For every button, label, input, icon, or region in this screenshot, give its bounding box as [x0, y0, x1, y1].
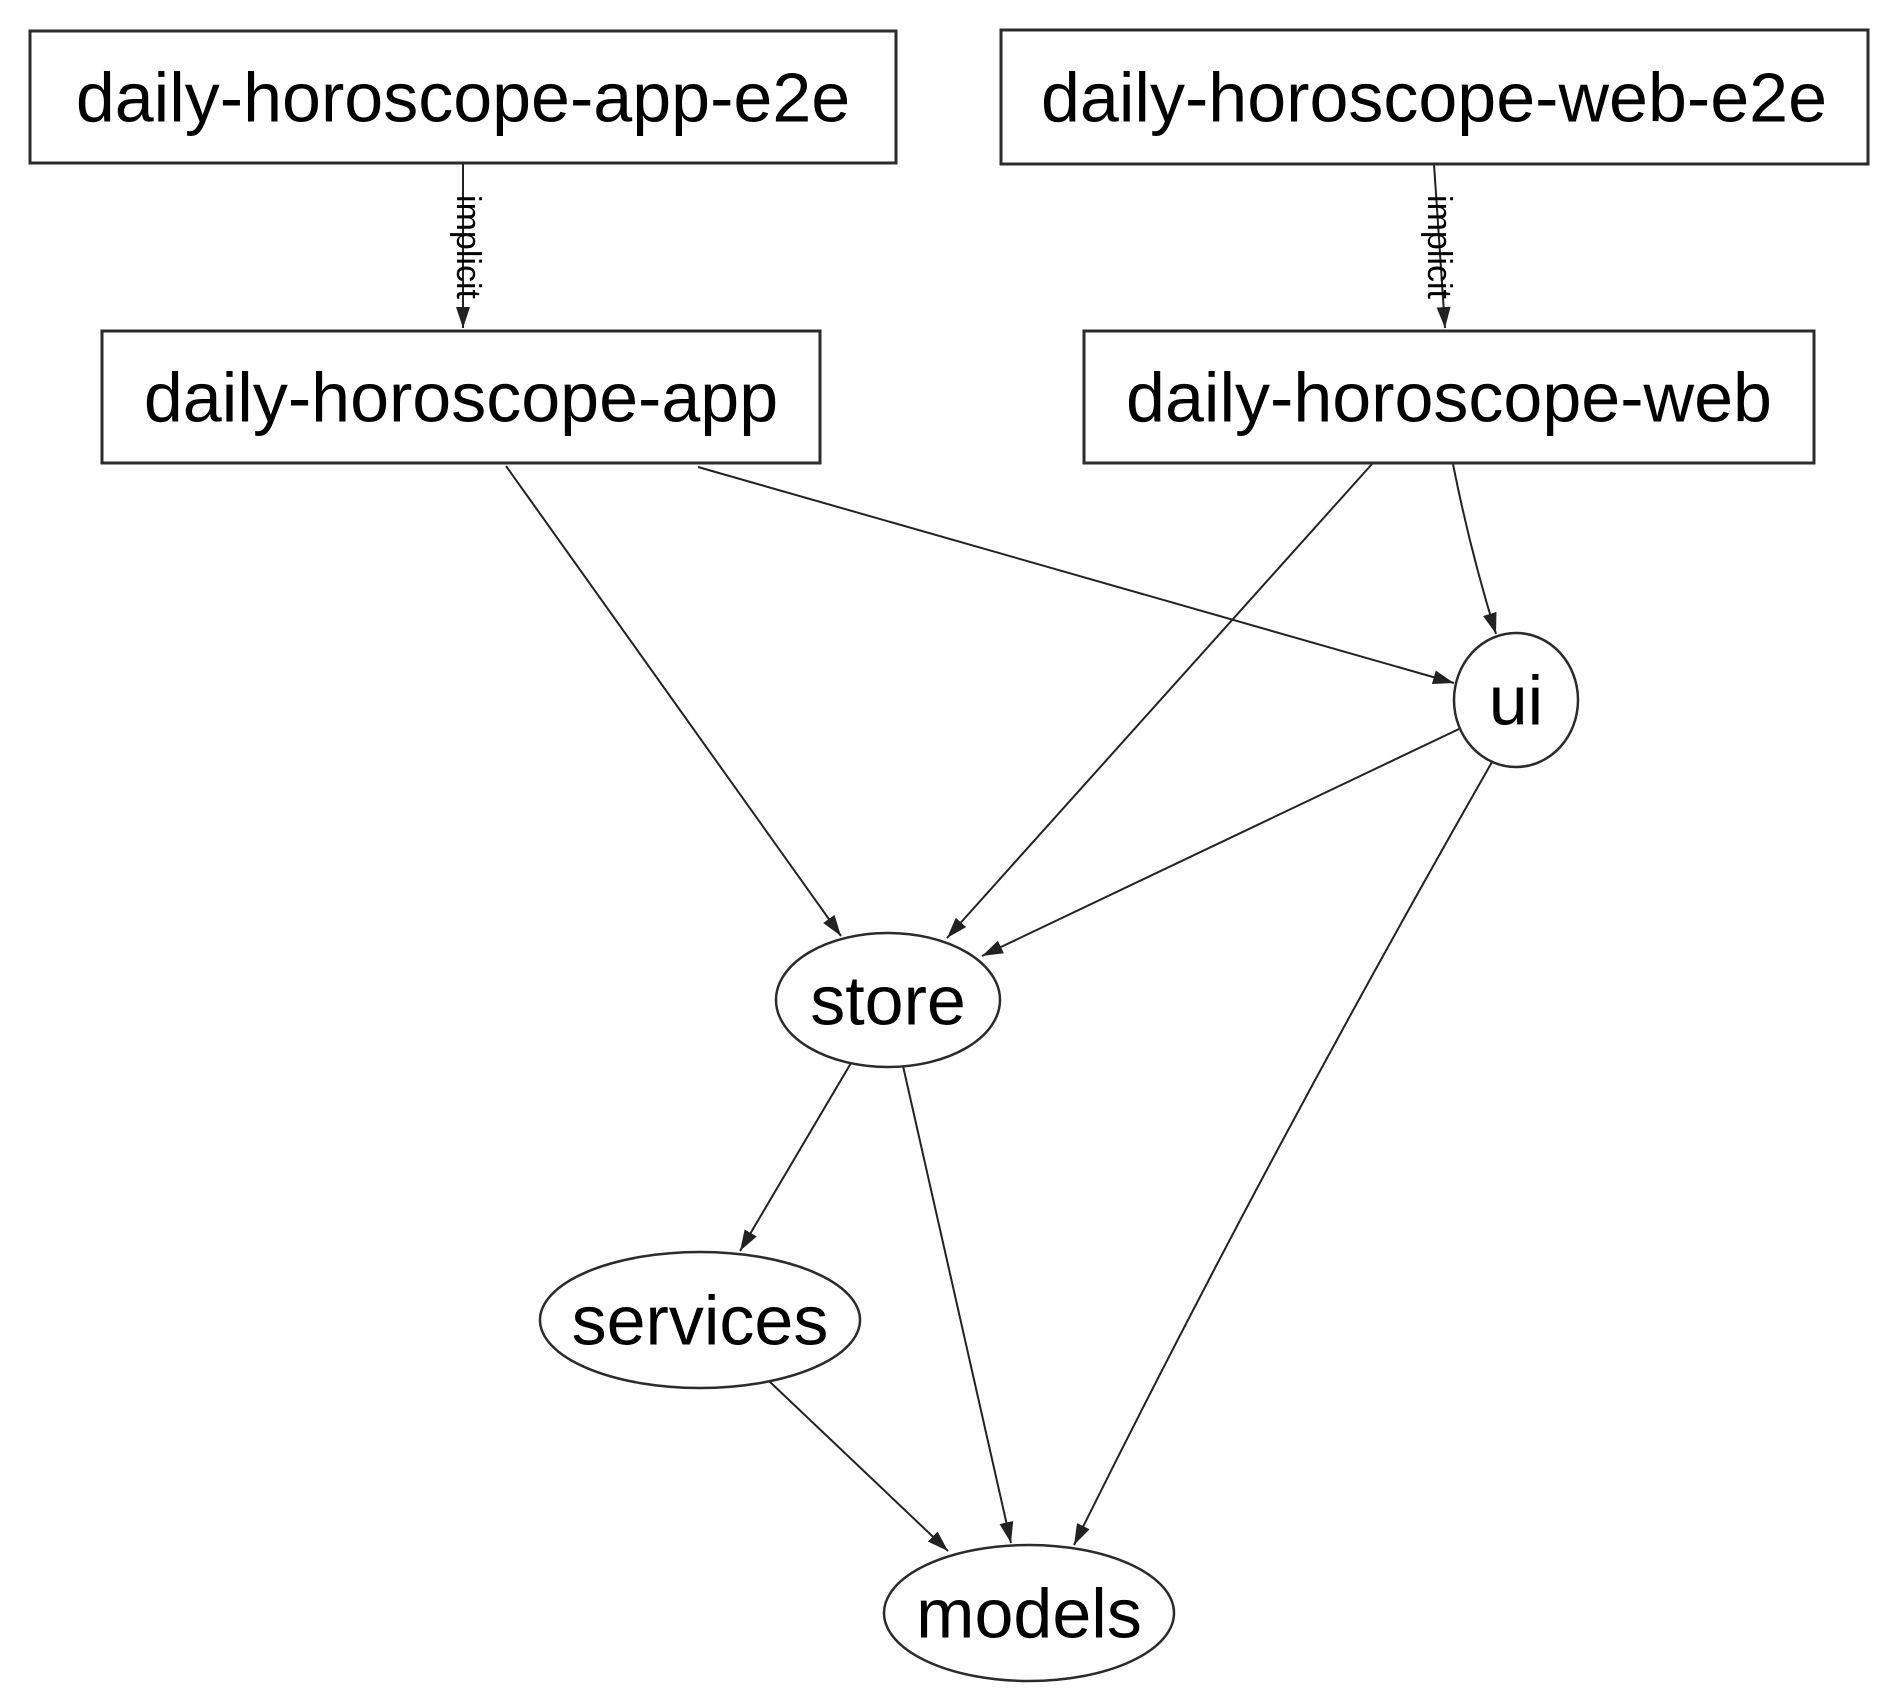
node-ellipse-ui: [1452, 631, 1580, 769]
edge-group: implicit implicit: [449, 163, 1497, 1552]
node-store: store: [774, 931, 1002, 1069]
edge-daily-horoscope-app-to-ui: [697, 466, 1455, 684]
node-box-daily-horoscope-web: [1082, 329, 1816, 465]
node-services: services: [538, 1250, 862, 1390]
node-daily-horoscope-app-e2e: daily-horoscope-app-e2e: [28, 29, 898, 165]
edge-daily-horoscope-app-to-store: [505, 465, 842, 937]
node-daily-horoscope-web: daily-horoscope-web: [1082, 329, 1816, 465]
edge-daily-horoscope-web-e2e-to-daily-horoscope-web: [1433, 163, 1451, 329]
edge-daily-horoscope-web-to-store: [946, 463, 1373, 939]
node-ellipse-store: [774, 931, 1002, 1069]
node-ellipse-models: [882, 1543, 1176, 1683]
edge-label-implicit-app: implicit: [449, 195, 487, 299]
node-label-daily-horoscope-web-e2e: daily-horoscope-web-e2e: [1041, 59, 1827, 137]
node-label-services: services: [572, 1282, 829, 1360]
node-label-models: models: [916, 1575, 1142, 1653]
node-ui: ui: [1452, 631, 1580, 769]
node-label-daily-horoscope-app-e2e: daily-horoscope-app-e2e: [76, 59, 850, 137]
node-box-daily-horoscope-app: [100, 329, 822, 465]
node-label-daily-horoscope-web: daily-horoscope-web: [1126, 359, 1772, 437]
edge-store-to-services: [739, 1062, 852, 1252]
edge-ui-to-store: [981, 728, 1460, 957]
edge-ui-to-models: [1073, 761, 1493, 1546]
node-label-daily-horoscope-app: daily-horoscope-app: [144, 359, 778, 437]
node-label-store: store: [810, 962, 966, 1040]
node-models: models: [882, 1543, 1176, 1683]
edge-store-to-models: [902, 1065, 1014, 1544]
edge-services-to-models: [768, 1380, 949, 1552]
node-label-ui: ui: [1489, 662, 1543, 740]
edge-label-implicit-web: implicit: [1420, 195, 1458, 299]
node-box-daily-horoscope-web-e2e: [999, 28, 1870, 166]
node-box-daily-horoscope-app-e2e: [28, 29, 898, 165]
edge-daily-horoscope-web-to-ui: [1452, 463, 1497, 635]
node-daily-horoscope-web-e2e: daily-horoscope-web-e2e: [999, 28, 1870, 166]
node-daily-horoscope-app: daily-horoscope-app: [100, 329, 822, 465]
node-ellipse-services: [538, 1250, 862, 1390]
